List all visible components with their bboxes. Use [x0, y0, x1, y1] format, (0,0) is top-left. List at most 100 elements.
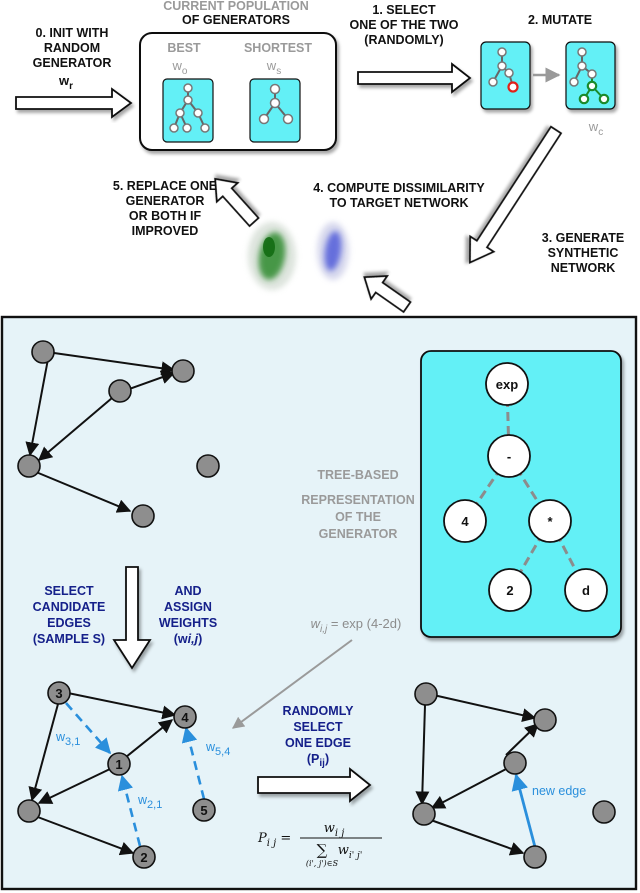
compare-to-population-arrow	[214, 177, 260, 228]
select-candidates-label: SELECT CANDIDATE EDGES (SAMPLE S)	[33, 584, 106, 646]
net2-node-5	[192, 798, 216, 822]
svg-text:3. GENERATE: 3. GENERATE	[542, 231, 624, 245]
svg-text:GENERATOR: GENERATOR	[126, 194, 205, 208]
net1-node-a	[31, 340, 55, 364]
svg-text:wi j: wi j	[324, 821, 345, 839]
population-to-mutate-arrow	[357, 62, 472, 94]
svg-text:ONE EDGE: ONE EDGE	[285, 736, 351, 750]
svg-text:IMPROVED: IMPROVED	[132, 224, 199, 238]
net1-node-f	[131, 504, 155, 528]
svg-text:REPRESENTATION: REPRESENTATION	[301, 493, 414, 507]
net1-node-d	[17, 454, 41, 478]
svg-text:2: 2	[140, 850, 147, 865]
initial-network	[17, 340, 220, 528]
mutate-source-tree	[480, 41, 531, 110]
svg-text:4: 4	[181, 710, 189, 725]
tree-node-exp: exp	[485, 362, 529, 406]
tree-node-d: d	[564, 568, 608, 612]
svg-text:ASSIGN: ASSIGN	[164, 600, 212, 614]
select-edge-arrow	[257, 767, 372, 803]
net1-node-b	[171, 359, 195, 383]
init-to-population-arrow	[15, 87, 133, 119]
assign-weights-label: AND ASSIGN WEIGHTS (wi,j)	[159, 584, 217, 646]
svg-text:CURRENT POPULATION: CURRENT POPULATION	[163, 0, 309, 13]
population-title: CURRENT POPULATION OF GENERATORS	[163, 0, 309, 27]
tree-representation-box	[420, 350, 622, 638]
best-label: BEST	[167, 41, 201, 55]
tree-node-4: 4	[443, 499, 487, 543]
sample-down-arrow	[112, 566, 152, 670]
candidate-network: 3 4 1 5 2	[17, 681, 216, 869]
svg-text:NETWORK: NETWORK	[551, 261, 616, 275]
svg-text:4: 4	[461, 514, 469, 529]
tree-node-multiply: *	[528, 499, 572, 543]
svg-text:5. REPLACE ONE: 5. REPLACE ONE	[113, 179, 217, 193]
svg-text:SELECT: SELECT	[44, 584, 94, 598]
svg-text:(RANDOMLY): (RANDOMLY)	[364, 33, 443, 47]
svg-text:2: 2	[506, 583, 513, 598]
svg-text:1: 1	[115, 757, 122, 772]
step-mutate-label: 2. MUTATE	[528, 13, 592, 27]
net2-node-1	[107, 752, 131, 776]
new-edge-line	[511, 773, 537, 848]
svg-text:GENERATOR: GENERATOR	[319, 527, 398, 541]
svg-text:RANDOM: RANDOM	[44, 41, 100, 55]
probability-formula: Pi j = wi j ∑ wi' j' (i', j')∈S	[257, 821, 382, 868]
step-replace-label: 5. REPLACE ONE GENERATOR OR BOTH IF IMPR…	[113, 179, 217, 238]
svg-text:ONE OF THE TWO: ONE OF THE TWO	[349, 18, 458, 32]
svg-text:TREE-BASED: TREE-BASED	[317, 468, 398, 482]
svg-text:OF GENERATORS: OF GENERATORS	[182, 13, 290, 27]
net1-node-e	[196, 454, 220, 478]
svg-text:4. COMPUTE DISSIMILARITY: 4. COMPUTE DISSIMILARITY	[313, 181, 485, 195]
svg-text:Pi j =: Pi j =	[257, 831, 291, 849]
svg-text:*: *	[547, 514, 553, 529]
svg-text:OR BOTH IF: OR BOTH IF	[129, 209, 202, 223]
svg-text:1. SELECT: 1. SELECT	[372, 3, 436, 17]
best-symbol: wo	[172, 58, 188, 77]
svg-text:d: d	[582, 583, 590, 598]
edge-weight-5-4: w5,4	[205, 740, 230, 758]
svg-text:EDGES: EDGES	[47, 616, 91, 630]
svg-text:-: -	[507, 449, 511, 464]
svg-text:(Pij): (Pij)	[307, 752, 329, 769]
tree-caption: TREE-BASED REPRESENTATION OF THE GENERAT…	[301, 468, 414, 541]
mutate-result-tree	[565, 41, 616, 110]
edge-weight-3-1: w3,1	[55, 730, 80, 748]
mutate-to-generate-arrow	[469, 125, 563, 264]
svg-text:OF THE: OF THE	[335, 510, 381, 524]
tree-node-minus: -	[487, 434, 531, 478]
svg-text:0. INIT WITH: 0. INIT WITH	[36, 26, 109, 40]
net2-node-4	[173, 705, 197, 729]
svg-text:(SAMPLE S): (SAMPLE S)	[33, 632, 105, 646]
svg-text:wi' j': wi' j'	[338, 843, 363, 861]
step-init-label: 0. INIT WITH RANDOM GENERATOR wr	[33, 26, 112, 92]
svg-text:(wi,j): (wi,j)	[174, 632, 202, 646]
step-generate-label: 3. GENERATE SYNTHETIC NETWORK	[542, 231, 624, 275]
svg-text:3: 3	[55, 686, 62, 701]
svg-text:GENERATOR: GENERATOR	[33, 56, 112, 70]
net2-node-3	[47, 681, 71, 705]
svg-text:CANDIDATE: CANDIDATE	[33, 600, 106, 614]
network-to-compare-arrow	[363, 275, 412, 314]
best-generator-tree	[162, 78, 214, 143]
new-edge-label: new edge	[532, 784, 586, 798]
svg-text:AND: AND	[174, 584, 201, 598]
step-select-label: 1. SELECT ONE OF THE TWO (RANDOMLY)	[349, 3, 458, 47]
shortest-symbol: ws	[266, 58, 281, 77]
formula-pointer-arrow	[232, 639, 353, 729]
net2-node-x	[17, 799, 41, 823]
svg-text:SELECT: SELECT	[293, 720, 343, 734]
step-dissimilarity-label: 4. COMPUTE DISSIMILARITY TO TARGET NETWO…	[313, 181, 485, 210]
tree-node-2: 2	[488, 568, 532, 612]
mutated-symbol: wc	[588, 119, 603, 138]
svg-text:5: 5	[200, 803, 207, 818]
svg-text:SYNTHETIC: SYNTHETIC	[548, 246, 619, 260]
svg-text:RANDOMLY: RANDOMLY	[282, 704, 354, 718]
net2-node-2	[132, 845, 156, 869]
generated-network-green	[248, 222, 296, 290]
svg-text:exp: exp	[496, 377, 518, 392]
edge-weight-2-1: w2,1	[137, 793, 162, 811]
svg-text:(i', j')∈S: (i', j')∈S	[306, 859, 339, 868]
svg-text:TO TARGET NETWORK: TO TARGET NETWORK	[329, 196, 468, 210]
